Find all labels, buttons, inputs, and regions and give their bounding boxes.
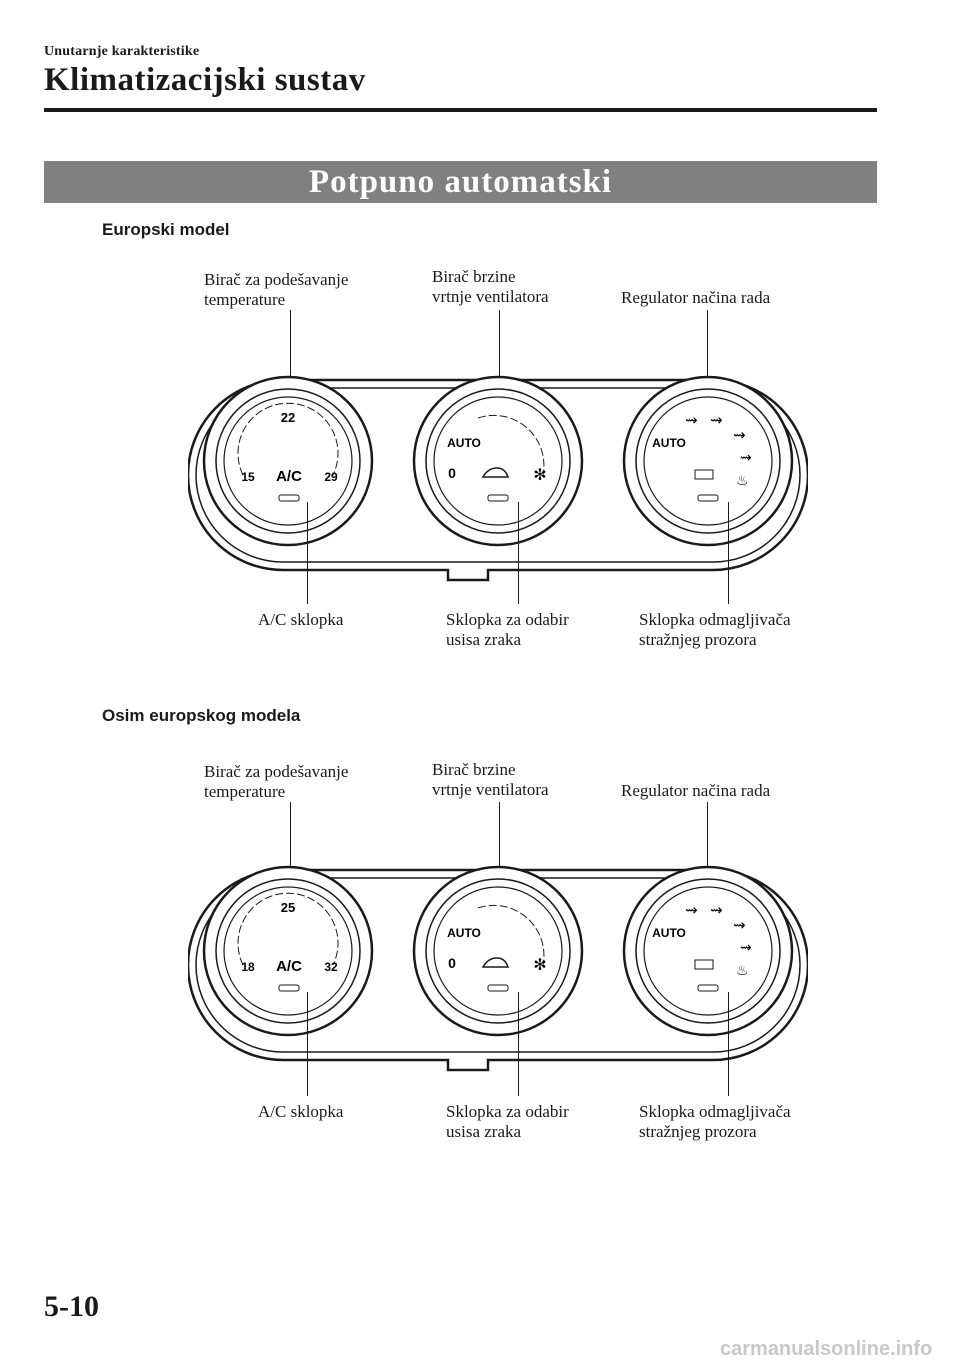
temperature-dial[interactable]: 22 15 29 A/C [202, 375, 374, 547]
leader-line [307, 502, 308, 604]
mode-dial[interactable]: AUTO ⇝ ⇝ ⇝ ⇝ ♨ [622, 375, 794, 547]
rear-defrost-switch[interactable] [697, 984, 719, 992]
temp-min-label: 15 [241, 470, 255, 484]
leader-line [707, 310, 708, 398]
leader-line [307, 992, 308, 1096]
header-rule [44, 108, 877, 112]
windshield-defrost-icon: ♨ [736, 473, 749, 489]
temp-top-label: 22 [281, 410, 295, 425]
leader-line [728, 992, 729, 1096]
section-title: Klimatizacijski sustav [44, 62, 366, 98]
leader-line [707, 802, 708, 888]
callout-fan-selector: Birač brzine vrtnje ventilatora [432, 267, 549, 306]
mode-dial[interactable]: AUTO ⇝ ⇝ ⇝ ⇝ ♨ [622, 865, 794, 1037]
callout-rear-defrost-switch: Sklopka odmagljivača stražnjeg prozora [639, 1102, 791, 1141]
vent-floor-icon: ⇝ [733, 916, 746, 934]
fan-speed-dial[interactable]: AUTO 0 ✻ [412, 865, 584, 1037]
model-label-non-european: Osim europskog modela [102, 706, 301, 725]
ac-label: A/C [276, 958, 302, 975]
fan-speed-dial[interactable]: AUTO 0 ✻ [412, 375, 584, 547]
fan-icon: ✻ [533, 465, 546, 484]
recirculation-icon [481, 467, 510, 478]
fan-zero-label: 0 [448, 955, 456, 971]
vent-floor-defrost-icon: ⇝ [740, 940, 752, 956]
climate-control-panel-non-european: 25 18 32 A/C AUTO 0 ✻ AUTO ⇝ ⇝ ⇝ ⇝ ♨ [188, 865, 808, 1072]
callout-intake-switch: Sklopka za odabir usisa zraka [446, 1102, 569, 1141]
temp-top-label: 25 [281, 900, 295, 915]
chapter-title: Unutarnje karakteristike [44, 44, 200, 59]
fan-zero-label: 0 [448, 465, 456, 481]
fan-auto-label: AUTO [447, 926, 481, 940]
windshield-defrost-icon: ♨ [736, 963, 749, 979]
page-number: 5-10 [44, 1290, 99, 1323]
leader-line [499, 310, 500, 398]
callout-temp-selector: Birač za podešavanje temperature [204, 270, 349, 309]
vent-face-icon: ⇝ [685, 901, 698, 919]
callout-rear-defrost-switch: Sklopka odmagljivača stražnjeg prozora [639, 610, 791, 649]
climate-control-panel-european: 22 15 29 A/C AUTO 0 ✻ AUTO ⇝ ⇝ ⇝ ⇝ ♨ [188, 375, 808, 582]
callout-temp-selector: Birač za podešavanje temperature [204, 762, 349, 801]
rear-defrost-icon [694, 959, 714, 970]
ac-switch[interactable] [278, 494, 300, 502]
temperature-dial[interactable]: 25 18 32 A/C [202, 865, 374, 1037]
mode-auto-label: AUTO [652, 436, 686, 450]
fan-icon: ✻ [533, 955, 546, 974]
ac-switch[interactable] [278, 984, 300, 992]
leader-line [518, 992, 519, 1096]
vent-bi-level-icon: ⇝ [710, 901, 723, 919]
leader-line [728, 502, 729, 604]
vent-floor-icon: ⇝ [733, 426, 746, 444]
intake-switch[interactable] [487, 984, 509, 992]
leader-line [290, 802, 291, 888]
callout-mode-regulator: Regulator načina rada [621, 288, 771, 307]
temp-min-label: 18 [241, 960, 255, 974]
callout-fan-selector: Birač brzine vrtnje ventilatora [432, 760, 549, 799]
ac-label: A/C [276, 468, 302, 485]
intake-switch[interactable] [487, 494, 509, 502]
watermark: carmanualsonline.info [720, 1338, 933, 1360]
leader-line [499, 802, 500, 888]
temp-max-label: 29 [324, 470, 338, 484]
mode-auto-label: AUTO [652, 926, 686, 940]
callout-mode-regulator: Regulator načina rada [621, 781, 771, 800]
fan-auto-label: AUTO [447, 436, 481, 450]
callout-ac-switch: A/C sklopka [258, 610, 344, 629]
vent-face-icon: ⇝ [685, 411, 698, 429]
recirculation-icon [481, 957, 510, 968]
model-label-european: Europski model [102, 220, 230, 239]
vent-floor-defrost-icon: ⇝ [740, 450, 752, 466]
vent-bi-level-icon: ⇝ [710, 411, 723, 429]
leader-line [290, 310, 291, 398]
temp-max-label: 32 [324, 960, 338, 974]
banner-title: Potpuno automatski [44, 161, 877, 203]
callout-ac-switch: A/C sklopka [258, 1102, 344, 1121]
callout-intake-switch: Sklopka za odabir usisa zraka [446, 610, 569, 649]
leader-line [518, 502, 519, 604]
rear-defrost-switch[interactable] [697, 494, 719, 502]
rear-defrost-icon [694, 469, 714, 480]
